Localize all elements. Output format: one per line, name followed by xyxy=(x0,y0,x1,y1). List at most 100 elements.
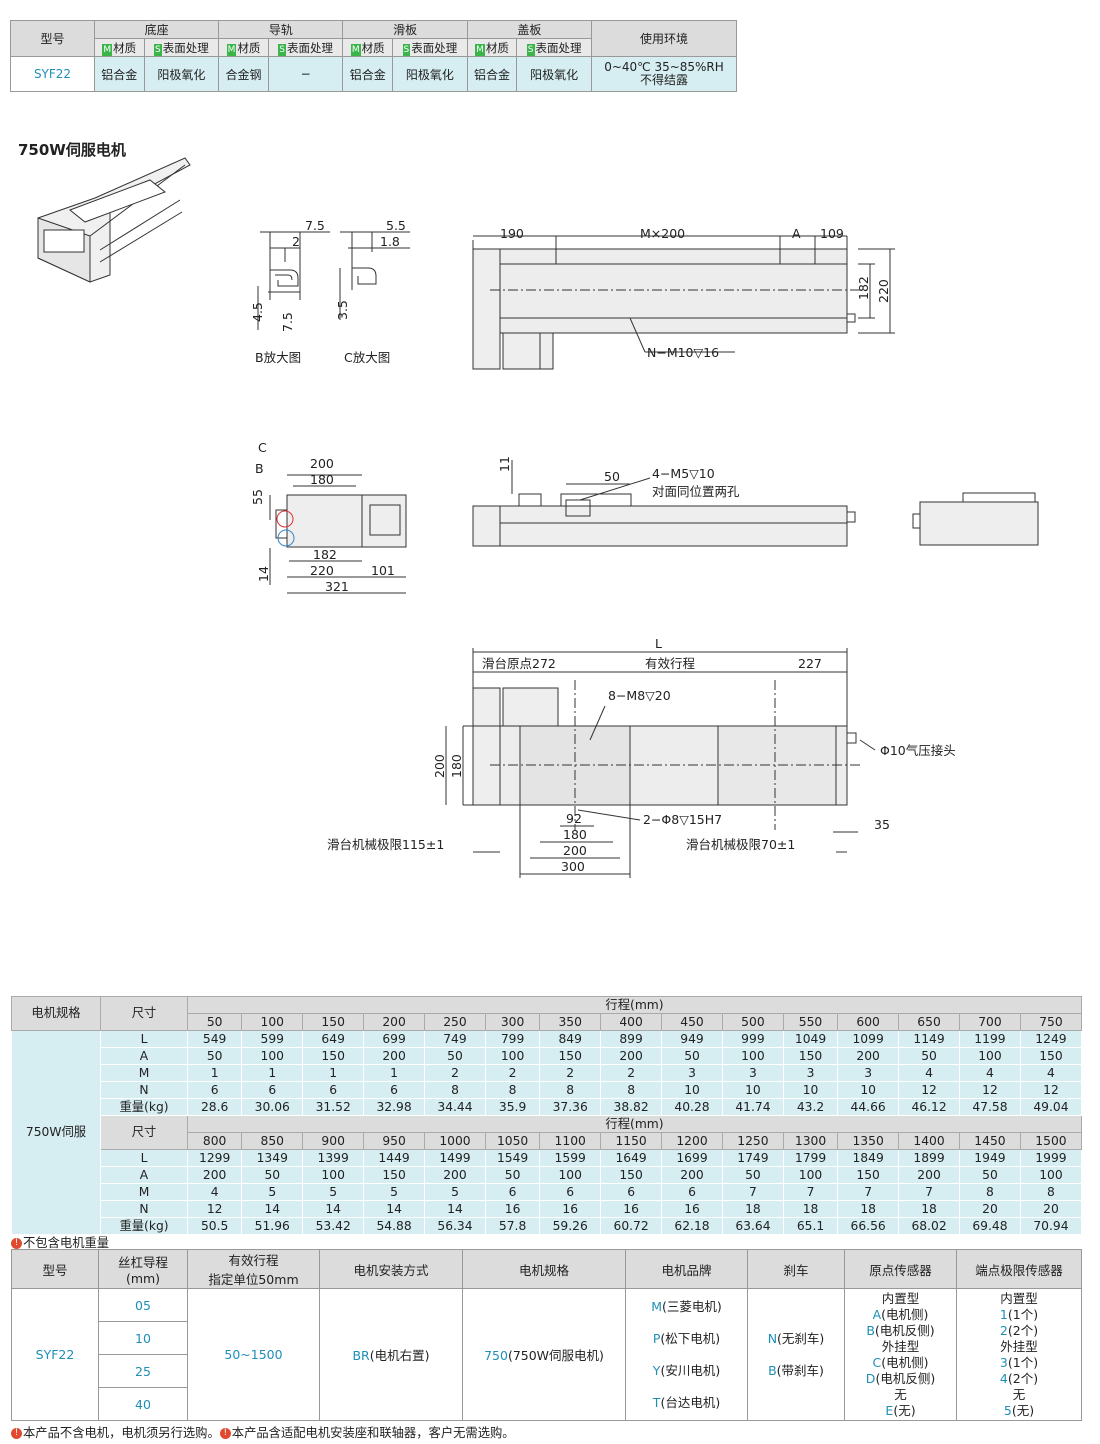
end-b: B xyxy=(255,461,264,476)
stroke-value: 1350 xyxy=(837,1132,900,1150)
dim-cell: 69.48 xyxy=(959,1217,1021,1235)
dim-cell: 4 xyxy=(959,1064,1021,1082)
dim-cell: 1799 xyxy=(782,1149,839,1167)
slider-material: 铝合金 xyxy=(342,56,394,92)
dim-cell: 6 xyxy=(302,1081,365,1099)
dim-cell: 50 xyxy=(186,1047,243,1065)
stroke-value: 250 xyxy=(424,1013,486,1031)
o-header-origin: 原点传感器 xyxy=(844,1249,957,1289)
dim-cell: 1099 xyxy=(837,1030,900,1048)
dim-cell: 18 xyxy=(782,1200,839,1218)
o-header-model: 型号 xyxy=(11,1249,99,1289)
stroke-value: 650 xyxy=(898,1013,960,1031)
stroke-header: 行程(mm) xyxy=(187,1115,1082,1133)
top-dim-m200: M×200 xyxy=(640,226,685,241)
dim-cell: 3 xyxy=(661,1064,723,1082)
stroke-value: 1200 xyxy=(661,1132,723,1150)
dim-cell: 1349 xyxy=(241,1149,304,1167)
stroke-value: 600 xyxy=(837,1013,900,1031)
dim-cell: 30.06 xyxy=(241,1098,304,1116)
dim-cell: 54.88 xyxy=(363,1217,426,1235)
dim-cell: 4 xyxy=(898,1064,960,1082)
dim-cell: 6 xyxy=(600,1183,663,1201)
cover-surface: 阳极氧化 xyxy=(516,56,592,92)
dim-cell: 749 xyxy=(424,1030,486,1048)
plan-view xyxy=(445,648,876,878)
rail-surface: − xyxy=(267,56,344,92)
dim-cell: 150 xyxy=(837,1166,900,1184)
stroke-value: 1500 xyxy=(1019,1132,1083,1150)
dim-cell: 1 xyxy=(302,1064,365,1082)
dim-cell: 1549 xyxy=(484,1149,541,1167)
dim-cell: 1649 xyxy=(600,1149,663,1167)
c-caption: C放大图 xyxy=(344,350,390,365)
end-view xyxy=(269,474,407,594)
dim-cell: 100 xyxy=(484,1047,541,1065)
o-stroke: 50~1500 xyxy=(187,1288,320,1421)
row-label: 重量(kg) xyxy=(100,1098,188,1116)
dim-cell: 6 xyxy=(241,1081,304,1099)
plan-dim-180: 180 xyxy=(449,754,464,778)
dim-cell: 37.36 xyxy=(539,1098,602,1116)
plan-dim-300: 300 xyxy=(561,859,585,874)
dim-cell: 849 xyxy=(539,1030,602,1048)
row-label: N xyxy=(100,1200,188,1218)
stroke-value: 1150 xyxy=(600,1132,663,1150)
o-header-brake: 刹车 xyxy=(747,1249,845,1289)
dim-cell: 1849 xyxy=(837,1149,900,1167)
dim-cell: 999 xyxy=(721,1030,784,1048)
dim-cell: 200 xyxy=(898,1166,960,1184)
b-dim-7-5b: 7.5 xyxy=(280,312,295,332)
dim-cell: 1199 xyxy=(959,1030,1021,1048)
dim-cell: 6 xyxy=(186,1081,243,1099)
dim-cell: 200 xyxy=(661,1166,723,1184)
dim-cell: 57.8 xyxy=(484,1217,541,1235)
stroke-value: 1450 xyxy=(959,1132,1021,1150)
dim-cell: 5 xyxy=(424,1183,486,1201)
dim-cell: 12 xyxy=(898,1081,960,1099)
dim-cell: 65.1 xyxy=(782,1217,839,1235)
dim-cell: 16 xyxy=(539,1200,602,1218)
side-dim-11: 11 xyxy=(497,456,512,472)
warning-icon: ! xyxy=(11,1238,22,1249)
end-dim-321: 321 xyxy=(325,579,349,594)
dim-cell: 2 xyxy=(539,1064,602,1082)
stroke-value: 450 xyxy=(661,1013,723,1031)
end-dim-101: 101 xyxy=(371,563,395,578)
dim-cell: 60.72 xyxy=(600,1217,663,1235)
dim-cell: 1 xyxy=(363,1064,426,1082)
dim-cell: 50 xyxy=(241,1166,304,1184)
dim-cell: 10 xyxy=(721,1081,784,1099)
o-header-stroke: 有效行程指定单位50mm xyxy=(187,1249,320,1289)
o-brake: N(无刹车) B(带刹车) xyxy=(747,1288,845,1421)
o-model: SYF22 xyxy=(11,1288,99,1421)
stroke-value: 400 xyxy=(600,1013,663,1031)
plan-dim-200b: 200 xyxy=(563,843,587,858)
o-limit: 内置型 1(1个) 2(2个) 外挂型 3(1个) 4(2个) 无 5(无) xyxy=(956,1288,1082,1421)
dim-cell: 6 xyxy=(363,1081,426,1099)
dim-cell: 12 xyxy=(959,1081,1021,1099)
dim-cell: 10 xyxy=(837,1081,900,1099)
stroke-value: 750 xyxy=(1019,1013,1083,1031)
side-holes-label: 4−M5▽10 xyxy=(652,466,715,481)
dim-cell: 1499 xyxy=(424,1149,486,1167)
dim-cell: 100 xyxy=(302,1166,365,1184)
dim-cell: 62.18 xyxy=(661,1217,723,1235)
base-material: 铝合金 xyxy=(94,56,145,92)
dim-cell: 20 xyxy=(959,1200,1021,1218)
dim-cell: 100 xyxy=(1019,1166,1083,1184)
dim-cell: 150 xyxy=(539,1047,602,1065)
dim-cell: 10 xyxy=(661,1081,723,1099)
dim-cell: 20 xyxy=(1019,1200,1083,1218)
dim-cell: 3 xyxy=(721,1064,784,1082)
stroke-value: 1000 xyxy=(424,1132,486,1150)
dim-cell: 599 xyxy=(241,1030,304,1048)
dim-cell: 18 xyxy=(837,1200,900,1218)
c-detail xyxy=(339,231,410,320)
dim-cell: 59.26 xyxy=(539,1217,602,1235)
dim-cell: 8 xyxy=(539,1081,602,1099)
dim-cell: 16 xyxy=(484,1200,541,1218)
footer-note: !本产品不含电机，电机须另行选购。!本产品含适配电机安装座和联轴器，客户无需选购… xyxy=(11,1423,515,1441)
